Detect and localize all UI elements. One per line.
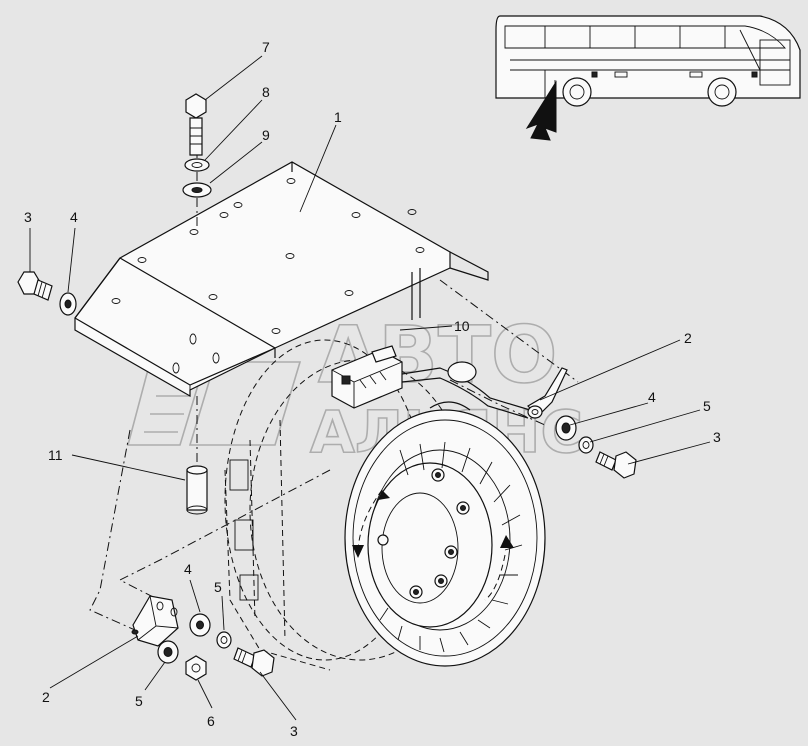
callout-4-left: 4 [70, 209, 78, 225]
bolt-bottom [233, 647, 275, 677]
callout-5-bottom-a: 5 [214, 579, 222, 595]
callout-3-bottom: 3 [290, 723, 298, 739]
callout-labels: 7 8 9 1 3 4 10 2 4 5 3 11 4 5 2 5 6 3 [24, 39, 721, 739]
bus-location-thumbnail [495, 15, 801, 141]
callout-4-bottom: 4 [184, 561, 192, 577]
bolt-left [17, 271, 53, 301]
washer-left [59, 292, 77, 316]
callout-1: 1 [334, 109, 342, 125]
leader-lines [29, 55, 711, 721]
spring-washer-bottom [216, 631, 232, 649]
callout-5-bottom-b: 5 [135, 693, 143, 709]
callout-7: 7 [262, 39, 270, 55]
rotation-arrow-left-icon [357, 489, 383, 551]
callout-3-right: 3 [713, 429, 721, 445]
flat-washer-top [182, 182, 212, 198]
callout-3-left: 3 [24, 209, 32, 225]
callout-2-right: 2 [684, 330, 692, 346]
callout-8: 8 [262, 84, 270, 100]
mounting-plate [74, 161, 489, 398]
connector-block [331, 345, 531, 419]
callout-11: 11 [48, 447, 63, 463]
rotation-arrow-right-icon [500, 535, 514, 548]
assembly-lines [89, 279, 579, 631]
bolt-top [185, 93, 207, 156]
callout-6-bottom: 6 [207, 713, 215, 729]
spacer-sleeve [186, 465, 208, 515]
nut-bottom [185, 655, 207, 681]
callout-2-bottom: 2 [42, 689, 50, 705]
bolt-right [595, 451, 637, 479]
location-arrow-icon [525, 80, 557, 141]
callout-4-right: 4 [648, 389, 656, 405]
bracket-bottom [131, 595, 179, 647]
callout-10: 10 [454, 318, 470, 334]
washer-bottom-flat [189, 613, 211, 637]
rotor-disc [344, 409, 546, 667]
spring-washer-top [184, 158, 210, 172]
washer-right [555, 415, 577, 441]
washer-bottom-5 [157, 640, 179, 664]
wheel-nuts [377, 468, 470, 599]
callout-9: 9 [262, 127, 270, 143]
bracket-right [527, 367, 568, 419]
callout-5-right: 5 [703, 398, 711, 414]
spring-washer-right [578, 436, 594, 454]
